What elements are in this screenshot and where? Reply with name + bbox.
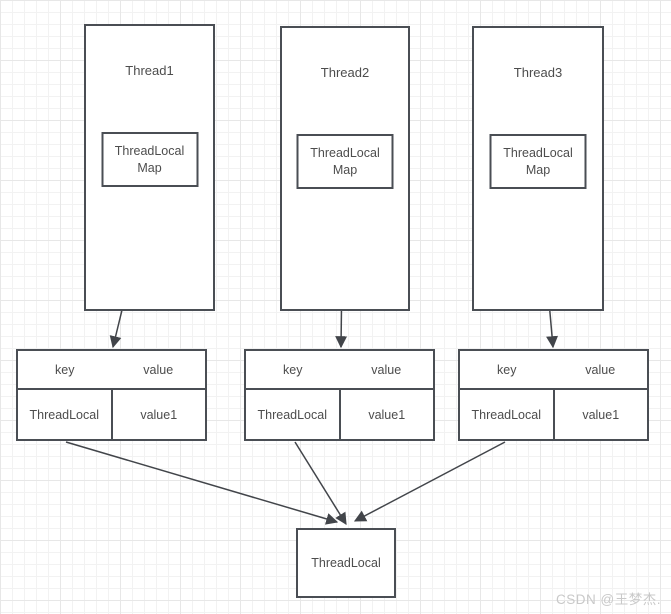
table2-header-value: value bbox=[371, 362, 402, 377]
thread1-threadlocalmap-box: ThreadLocal Map bbox=[101, 132, 198, 187]
table2-header-key: key bbox=[283, 362, 303, 377]
thread2-threadlocalmap-box: ThreadLocal Map bbox=[296, 134, 394, 189]
arrow-table2-to-shared bbox=[294, 441, 347, 526]
table2-header: key value bbox=[246, 351, 433, 390]
table3-header: key value bbox=[460, 351, 647, 390]
table3-header-value: value bbox=[585, 362, 616, 377]
table1-row-value: value1 bbox=[140, 407, 178, 422]
table3-row-key: ThreadLocal bbox=[460, 390, 555, 439]
table2-key-value: key value ThreadLocal value1 bbox=[244, 349, 435, 441]
thread2-box: Thread2 ThreadLocal Map bbox=[280, 26, 410, 311]
table1-key-value: key value ThreadLocal value1 bbox=[16, 349, 207, 441]
table2-row-key: ThreadLocal bbox=[246, 390, 341, 439]
thread3-box: Thread3 ThreadLocal Map bbox=[472, 26, 604, 311]
table1-header-value: value bbox=[143, 362, 174, 377]
table1-row: ThreadLocal value1 bbox=[18, 390, 205, 439]
shared-threadlocal-box: ThreadLocal bbox=[296, 528, 396, 598]
table1-header: key value bbox=[18, 351, 205, 390]
watermark-text: CSDN @王梦杰. bbox=[556, 592, 661, 607]
table2-row-value: value1 bbox=[368, 407, 406, 422]
thread1-label: Thread1 bbox=[125, 63, 174, 78]
table3-header-key: key bbox=[497, 362, 517, 377]
table3-row-value: value1 bbox=[582, 407, 620, 422]
thread3-label: Thread3 bbox=[513, 65, 563, 80]
thread1-box: Thread1 ThreadLocal Map bbox=[84, 24, 215, 311]
table1-header-key: key bbox=[55, 362, 75, 377]
table2-row: ThreadLocal value1 bbox=[246, 390, 433, 439]
table3-row: ThreadLocal value1 bbox=[460, 390, 647, 439]
arrow-table3-to-shared bbox=[353, 441, 506, 522]
table1-row-key: ThreadLocal bbox=[18, 390, 113, 439]
arrow-table1-to-shared bbox=[65, 441, 339, 525]
thread3-threadlocalmap-box: ThreadLocal Map bbox=[489, 134, 587, 189]
table3-key-value: key value ThreadLocal value1 bbox=[458, 349, 649, 441]
thread2-label: Thread2 bbox=[320, 65, 370, 80]
